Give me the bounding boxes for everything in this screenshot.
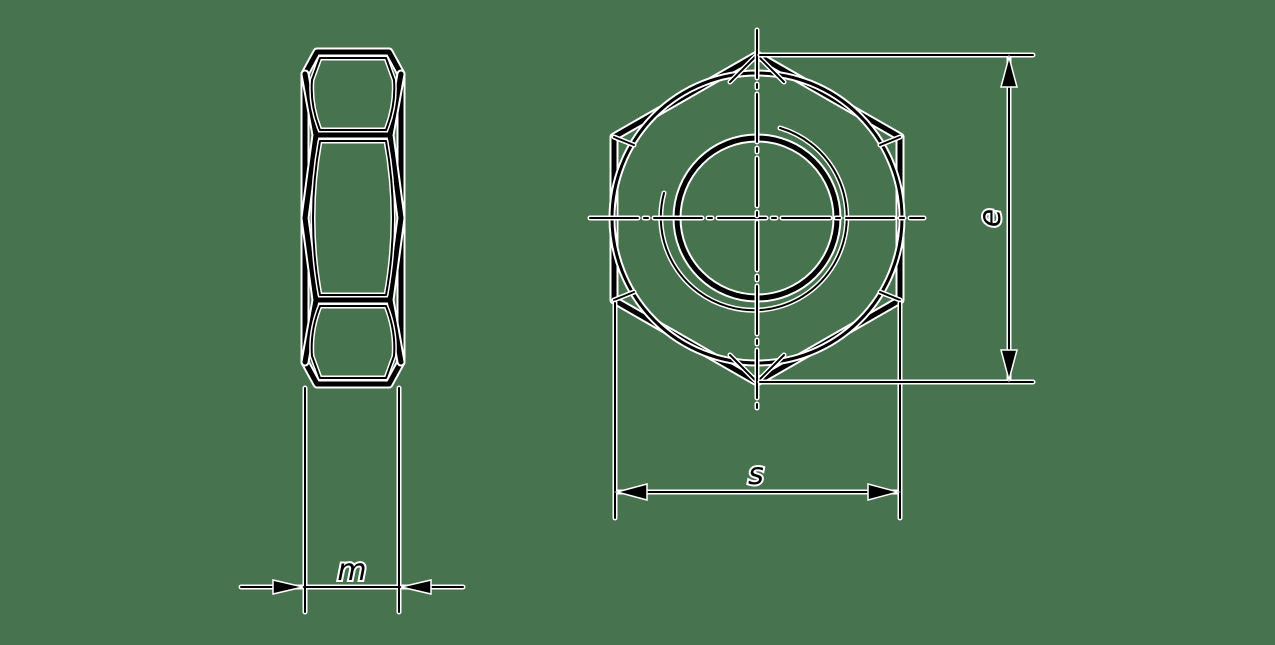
dimension-label-s: s xyxy=(748,457,764,492)
side-view-outline xyxy=(300,47,406,389)
dimension-label-m: m xyxy=(337,553,366,588)
dimension-s: s xyxy=(612,300,903,521)
side-view: m xyxy=(238,47,466,615)
thread-arc xyxy=(658,125,850,313)
side-view-chamfer-curves xyxy=(309,55,397,381)
side-view-face-lines xyxy=(300,69,406,367)
dimension-e: e xyxy=(757,52,1036,385)
dimension-m: m xyxy=(238,385,466,615)
dimension-label-e: e xyxy=(973,209,1008,227)
front-view: s e xyxy=(587,27,1036,521)
centerlines xyxy=(587,27,927,411)
